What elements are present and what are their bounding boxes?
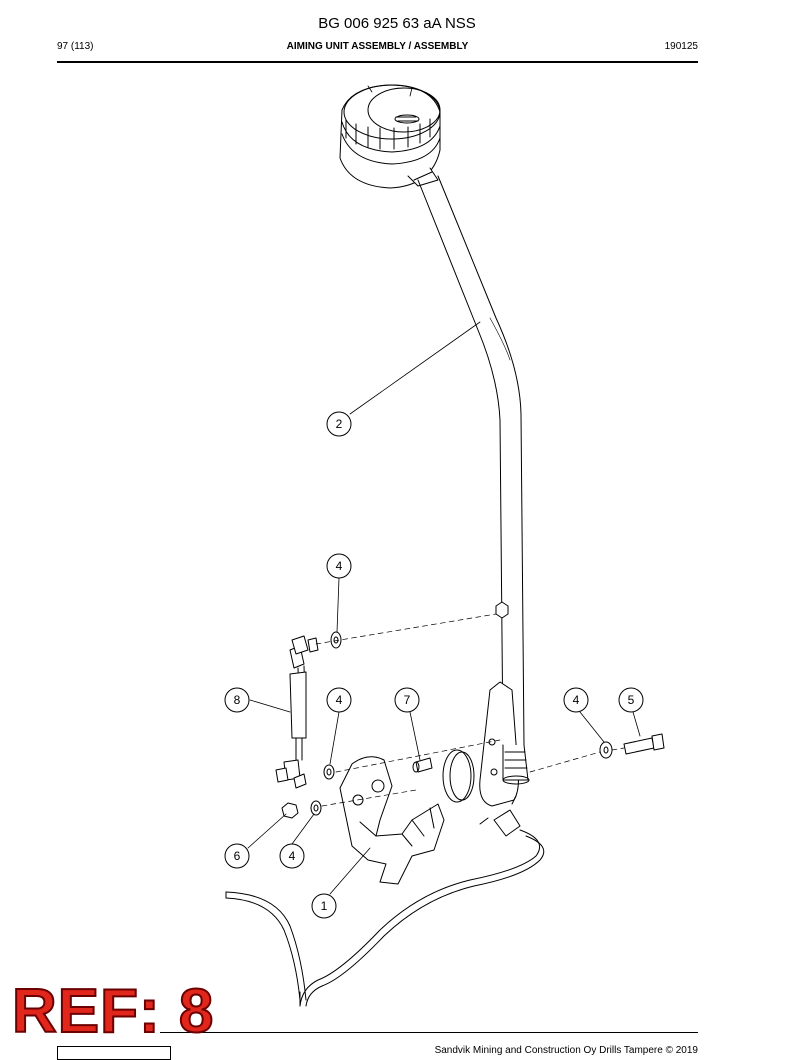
callout-4-bottom: 4 xyxy=(279,843,305,869)
sensor-cable xyxy=(225,795,545,1007)
callouts: 2 4 8 4 7 4 5 6 xyxy=(224,411,644,919)
date-code: 190125 xyxy=(664,41,698,52)
bolt xyxy=(623,733,665,755)
svg-text:5: 5 xyxy=(628,693,635,707)
lamp-head xyxy=(339,84,441,189)
washer-bottom xyxy=(310,800,322,816)
callout-4-mid: 4 xyxy=(326,687,352,713)
svg-text:4: 4 xyxy=(289,849,296,863)
section-title: AIMING UNIT ASSEMBLY / ASSEMBLY xyxy=(286,41,469,52)
svg-text:2: 2 xyxy=(336,417,343,431)
page-indicator: 97 (113) xyxy=(57,41,94,52)
washer-top xyxy=(330,631,342,649)
ref-stamp: REF: 8 xyxy=(11,977,215,1046)
svg-text:7: 7 xyxy=(404,693,411,707)
gas-spring xyxy=(275,635,319,789)
tube-nut xyxy=(495,601,509,619)
callout-4-top: 4 xyxy=(326,553,352,579)
callout-7: 7 xyxy=(394,687,420,713)
svg-text:8: 8 xyxy=(234,693,241,707)
tube-fitting xyxy=(502,744,530,785)
tube xyxy=(417,175,525,746)
sandvik-logo-icon xyxy=(57,1046,171,1060)
washer-mid xyxy=(323,764,335,780)
callout-8: 8 xyxy=(224,687,250,713)
leader-lines xyxy=(247,577,641,895)
tube-bracket xyxy=(479,681,519,807)
copyright-text: Sandvik Mining and Construction Oy Drill… xyxy=(434,1045,698,1056)
header-row: 97 (113) AIMING UNIT ASSEMBLY / ASSEMBLY… xyxy=(57,41,698,55)
footer-divider xyxy=(160,1032,698,1033)
callout-2: 2 xyxy=(326,411,352,437)
callout-1: 1 xyxy=(311,893,337,919)
svg-text:1: 1 xyxy=(321,899,328,913)
svg-text:6: 6 xyxy=(234,849,241,863)
callout-5: 5 xyxy=(618,687,644,713)
pin xyxy=(412,757,433,773)
large-washer xyxy=(442,749,475,803)
svg-text:4: 4 xyxy=(336,693,343,707)
svg-text:4: 4 xyxy=(573,693,580,707)
svg-text:4: 4 xyxy=(336,559,343,573)
callout-6: 6 xyxy=(224,843,250,869)
header-divider xyxy=(57,61,698,63)
assembly-lines xyxy=(315,613,625,807)
callout-4-right: 4 xyxy=(563,687,589,713)
washer-right xyxy=(599,741,613,759)
document-number: BG 006 925 63 aA NSS xyxy=(318,15,476,32)
